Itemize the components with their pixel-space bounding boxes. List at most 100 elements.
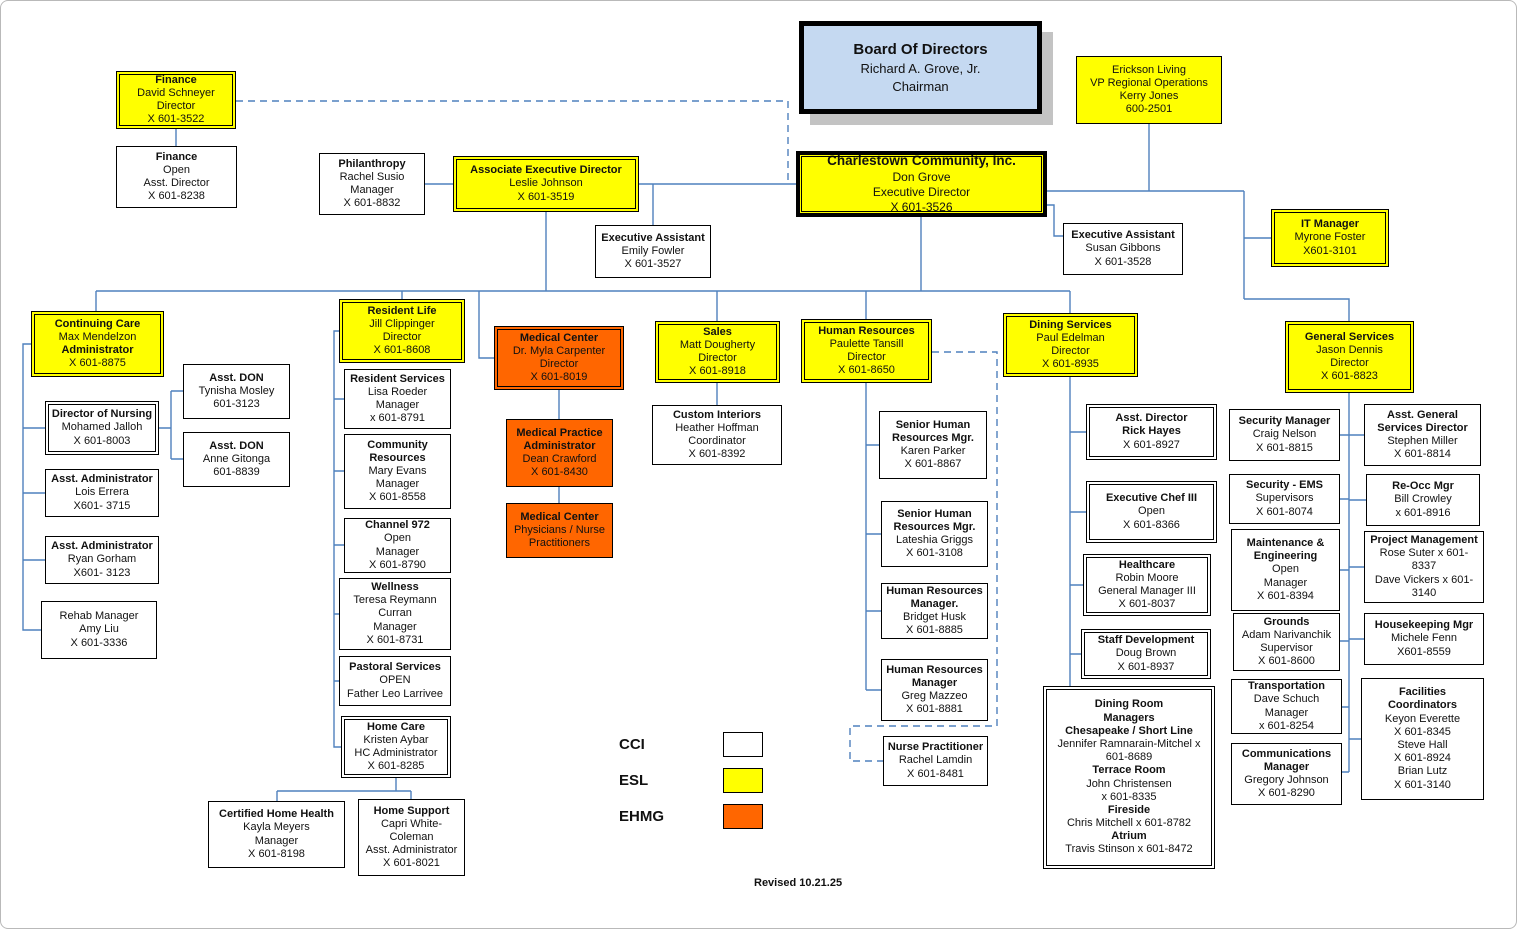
box-line: Fireside [1107,803,1151,816]
box-line: Executive Assistant [1071,229,1175,242]
box-line: Medical Center [519,331,599,344]
box-line: Director [1330,357,1369,369]
box-line: Director [1051,345,1090,357]
box-line: Steve Hall [1397,739,1448,751]
box-line: Manager [1263,576,1308,589]
box-line: X 601-8290 [1258,787,1315,800]
box-line: Tynisha Mosley [198,384,275,397]
legend-label-ehmg: EHMG [619,808,664,825]
box-line: X 601-8867 [904,458,962,471]
box-line: X 601-8927 [1123,438,1180,451]
box-line: Open [384,532,411,545]
box-line: Administrator [61,344,134,356]
box-line: Coordinators [1387,699,1458,712]
box-line: X 601-8366 [1123,518,1180,531]
box-line: Asst. General [1387,408,1458,421]
box-line: X 601-8481 [907,767,964,780]
box-line: Rehab Manager [59,610,139,623]
box-line: Bill Crowley [1394,493,1452,506]
box-line: Communications [1241,747,1332,760]
box-line: x 601-8916 [1395,506,1451,519]
box-line: Home Care [366,720,426,733]
box-line: Pastoral Services [349,661,441,674]
box-line: Manager [1263,760,1310,773]
box-line: X 601-8392 [688,448,746,461]
box-line: Open [1272,563,1299,576]
box-line: Wellness [371,581,419,594]
legend-row-ehmg: EHMG [619,804,763,829]
box-line: Lois Errera [75,486,129,499]
box-line: Continuing Care [54,317,141,330]
box-line: Jason Dennis [1316,343,1383,356]
box-line: Kerry Jones [1119,90,1179,102]
box-line: Project Management [1370,534,1478,547]
box-line: Administrator [523,439,596,452]
box-line: Community [367,438,428,451]
box-line: Lateshia Griggs [895,534,974,546]
box-line: 8337 [1411,560,1437,573]
box-line: X 601-3336 [70,636,128,649]
legend-row-esl: ESL [619,768,763,793]
box-line: General Manager III [1098,585,1196,597]
box-line: Executive Chef III [1105,492,1198,505]
box-line: Atrium [1111,830,1147,843]
box-line: Matt Dougherty [679,338,756,351]
box-line: David Schneyer [137,86,215,99]
box-line: Asst. Director [143,177,210,189]
box-line: Dave Schuch [1253,693,1320,706]
box-line: X601-3101 [1303,244,1357,257]
box-line: Asst. Administrator [51,540,153,553]
box-line: X601- 3123 [73,566,131,579]
box-line: Brian Lutz [1397,765,1448,778]
box-line: Keyon Everette [1384,712,1461,725]
box-line: Custom Interiors [672,408,761,421]
box-line: Susan Gibbons [1085,242,1161,255]
box-line: Director [156,100,196,112]
box-line: X 601-8430 [531,466,588,479]
box-line: Erickson Living [1112,63,1186,76]
box-line: Dining Services [1029,318,1112,331]
box-line: X 601-8394 [1257,589,1314,602]
box-line: Don Grove [892,169,951,184]
box-line: Director of Nursing [51,408,153,421]
box-line: Robin Moore [1115,571,1179,584]
box-line: X 601-8885 [906,624,963,637]
box-line: Security Manager [1238,415,1331,428]
box-line: Human Resources [818,324,915,337]
box-line: X 601-8881 [906,703,963,716]
box-line: Board Of Directors [853,40,988,58]
box-line: Sales [703,325,732,338]
box-line: 600-2501 [1125,103,1173,116]
box-line: Manager. [910,597,959,610]
box-line: Chairman [892,78,949,94]
legend-swatch-cci [723,732,763,757]
box-line: Adam Narivanchik [1241,628,1332,641]
legend-row-cci: CCI [619,732,763,757]
box-line: Karen Parker [900,445,966,457]
box-line: Executive Director [872,184,971,199]
box-line: Manager [375,478,420,491]
box-line: Channel 972 [365,519,430,532]
box-line: Rose Suter x 601- [1379,547,1469,560]
